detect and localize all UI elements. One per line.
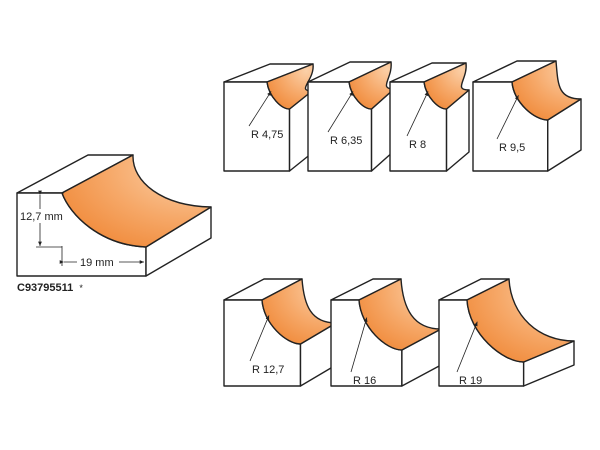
radius-label: R 8 xyxy=(409,139,426,151)
radius-block-1: R 4,75 xyxy=(223,63,314,172)
radius-block-2: R 6,35 xyxy=(307,61,395,172)
radius-cove-profile xyxy=(466,278,575,363)
radius-block-3: R 8 xyxy=(389,62,470,172)
width-label: 19 mm xyxy=(80,257,114,269)
radius-cove-profile xyxy=(423,62,470,110)
main-cove-profile xyxy=(61,154,212,248)
radius-block-4: R 9,5 xyxy=(472,60,582,172)
radius-label: R 16 xyxy=(353,375,376,387)
radius-leader-arrow xyxy=(249,315,270,362)
height-label-bg xyxy=(18,209,68,223)
radius-block-6: R 16 xyxy=(330,278,442,387)
height-label: 12,7 mm xyxy=(20,211,63,223)
width-label-bg xyxy=(77,256,119,268)
radius-cove-profile xyxy=(511,60,582,121)
radius-leader-arrow xyxy=(350,317,368,373)
radius-label: R 6,35 xyxy=(330,135,362,147)
radius-label: R 12,7 xyxy=(252,364,284,376)
product-code: C93795511 * xyxy=(17,282,83,294)
radius-block-5: R 12,7 xyxy=(223,278,337,387)
product-code-text: C93795511 xyxy=(17,282,73,294)
product-code-mark: * xyxy=(79,283,83,293)
main-profile-block: 12,7 mm 19 mm C93795511 * xyxy=(16,154,212,294)
radius-label: R 9,5 xyxy=(499,142,525,154)
radius-label: R 19 xyxy=(459,375,482,387)
radius-leader-arrow xyxy=(456,321,478,373)
radius-leader-arrow xyxy=(327,91,354,133)
radius-leader-arrow xyxy=(496,95,519,140)
radius-leader-arrow xyxy=(406,91,429,137)
radius-leader-arrow xyxy=(248,91,272,127)
radius-block-7: R 19 xyxy=(438,278,575,387)
radius-label: R 4,75 xyxy=(251,129,283,141)
radius-profile-blocks: R 4,75 R 6,35 R 8 R 9,5 R 12,7 R 16 R 19 xyxy=(223,60,582,387)
